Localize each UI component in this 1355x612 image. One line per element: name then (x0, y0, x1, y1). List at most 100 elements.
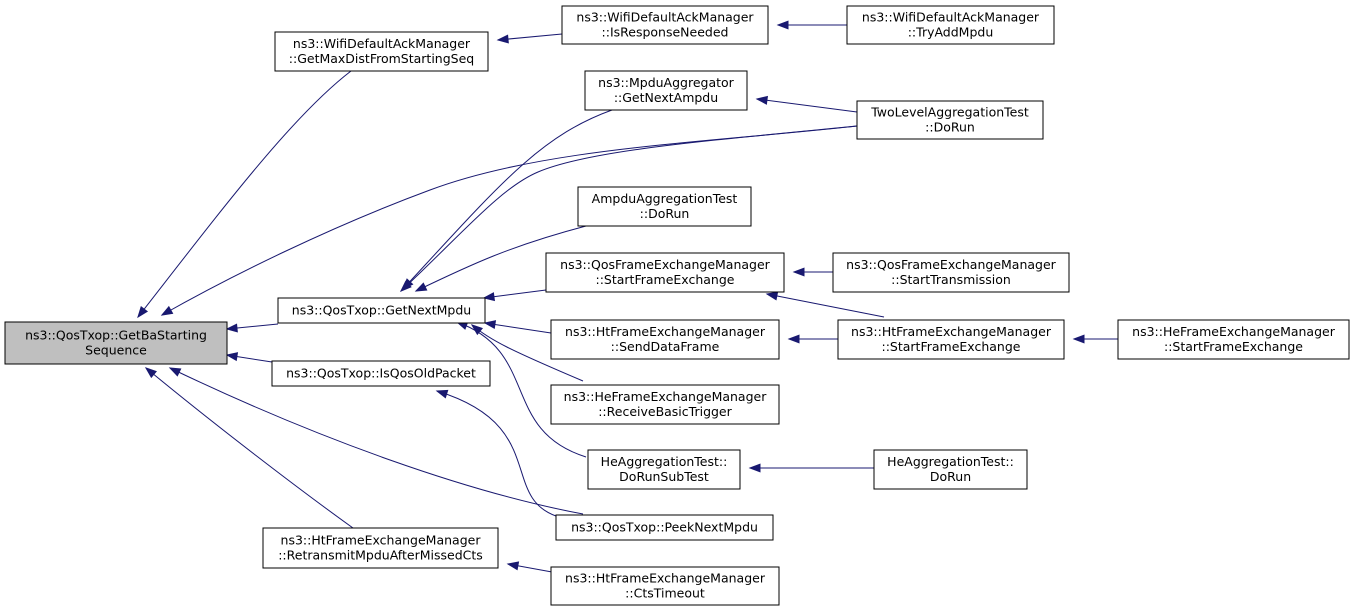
node-label-line: ::GetMaxDistFromStartingSeq (289, 51, 474, 66)
arrowhead (496, 34, 509, 44)
node-getnextampdu[interactable]: ns3::MpduAggregator::GetNextAmpdu (584, 70, 748, 111)
node-isresponse[interactable]: ns3::WifiDefaultAckManager::IsResponseNe… (561, 5, 769, 45)
node-label-line: ns3::QosFrameExchangeManager (560, 257, 770, 272)
node-label-line: ::StartFrameExchange (1164, 339, 1303, 354)
node-label-line: ns3::QosTxop::GetBaStarting (25, 328, 207, 343)
node-box (550, 566, 780, 606)
node-hedorun[interactable]: HeAggregationTest::DoRun (873, 449, 1028, 490)
arrowhead (470, 324, 483, 336)
arrowhead (787, 334, 800, 344)
node-box (856, 100, 1044, 140)
node-label-line: ns3::WifiDefaultAckManager (862, 10, 1040, 25)
node-label-line: ::StartFrameExchange (882, 339, 1021, 354)
node-label-line: ns3::HtFrameExchangeManager (565, 324, 766, 339)
node-herecvtrig[interactable]: ns3::HeFrameExchangeManager::ReceiveBasi… (550, 384, 780, 425)
node-peeknext[interactable]: ns3::QosTxop::PeekNextMpdu (555, 514, 774, 541)
node-box (274, 31, 489, 72)
node-box (4, 321, 228, 365)
arrowhead (399, 280, 412, 292)
node-label-line: HeAggregationTest:: (601, 454, 728, 469)
node-box (550, 384, 780, 425)
node-label-line: ::SendDataFrame (611, 339, 720, 354)
node-box (584, 70, 748, 111)
node-label-line: ::RetransmitMpduAfterMissedCts (278, 548, 483, 563)
node-hestartfe[interactable]: ns3::HeFrameExchangeManager::StartFrameE… (1117, 319, 1350, 360)
arrowhead (755, 95, 768, 105)
node-box (550, 319, 780, 360)
arrowhead (225, 323, 238, 333)
node-label-line: ns3::HtFrameExchangeManager (281, 533, 482, 548)
arrowhead (748, 463, 761, 473)
node-box (1117, 319, 1350, 360)
node-box (262, 527, 499, 569)
node-ctstimeout[interactable]: ns3::HtFrameExchangeManager::CtsTimeout (550, 566, 780, 606)
node-twolevel[interactable]: TwoLevelAggregationTest::DoRun (856, 100, 1044, 140)
edge-htstartfe-to-qosstartfe (766, 293, 885, 318)
arrowheads-layer (137, 20, 1085, 571)
node-label-line: ns3::QosTxop::PeekNextMpdu (571, 520, 758, 535)
node-isqosold[interactable]: ns3::QosTxop::IsQosOldPacket (271, 360, 491, 387)
node-box (271, 360, 491, 387)
node-hesubtest[interactable]: HeAggregationTest::DoRunSubTest (587, 449, 741, 490)
arrowhead (160, 305, 174, 316)
node-tryadd[interactable]: ns3::WifiDefaultAckManager::TryAddMpdu (846, 5, 1055, 45)
node-label-line: ::IsResponseNeeded (602, 25, 729, 40)
node-box (545, 252, 785, 293)
arrowhead (1072, 334, 1085, 344)
node-label-line: AmpduAggregationTest (592, 191, 738, 206)
node-retransmit[interactable]: ns3::HtFrameExchangeManager::RetransmitM… (262, 527, 499, 569)
node-getmaxdist[interactable]: ns3::WifiDefaultAckManager::GetMaxDistFr… (274, 31, 489, 72)
arrowhead (765, 291, 779, 301)
node-label-line: ::CtsTimeout (625, 586, 705, 601)
node-ampduagg[interactable]: AmpduAggregationTest::DoRun (577, 186, 752, 227)
arrowhead (792, 267, 805, 277)
edge-htsenddata-to-getnextmpdu (484, 322, 552, 334)
node-label-line: ns3::HtFrameExchangeManager (565, 571, 766, 586)
node-box (561, 5, 769, 45)
edge-peeknext-to-root (169, 367, 584, 515)
edge-hesubtest-to-getnextmpdu (456, 321, 587, 458)
node-label-line: ns3::WifiDefaultAckManager (293, 36, 471, 51)
node-box (587, 449, 741, 490)
node-label-line: ns3::MpduAggregator (598, 75, 735, 90)
node-label-line: ::TryAddMpdu (908, 25, 994, 40)
node-qosstartfe[interactable]: ns3::QosFrameExchangeManager::StartFrame… (545, 252, 785, 293)
node-box (837, 319, 1065, 360)
node-label-line: ns3::QosTxop::GetNextMpdu (292, 303, 471, 318)
edge-retransmit-to-root (145, 367, 354, 529)
arrowhead (483, 320, 497, 330)
edge-ampduagg-to-getnextmpdu (415, 225, 587, 292)
node-qosstarttx[interactable]: ns3::QosFrameExchangeManager::StartTrans… (832, 252, 1070, 293)
edge-isresponse-to-getmaxdist (497, 33, 563, 41)
node-htstartfe[interactable]: ns3::HtFrameExchangeManager::StartFrameE… (837, 319, 1065, 360)
node-label-line: ::StartTransmission (891, 272, 1011, 287)
node-label-line: TwoLevelAggregationTest (870, 105, 1029, 120)
node-label-line: HeAggregationTest:: (887, 454, 1014, 469)
node-box (873, 449, 1028, 490)
node-label-line: ns3::HtFrameExchangeManager (851, 324, 1052, 339)
edge-twolevel-to-getnextampdu (756, 98, 858, 113)
node-box (555, 514, 774, 541)
node-label-line: ns3::QosFrameExchangeManager (846, 257, 1056, 272)
arrowhead (225, 352, 239, 362)
arrowhead (506, 561, 520, 571)
node-label-line: ::DoRun (925, 120, 975, 135)
arrowhead (144, 367, 157, 379)
node-getnextmpdu[interactable]: ns3::QosTxop::GetNextMpdu (277, 297, 486, 324)
arrowhead (137, 305, 149, 319)
node-label-line: Sequence (85, 343, 147, 358)
node-label-line: ::GetNextAmpdu (614, 90, 718, 105)
node-htsenddata[interactable]: ns3::HtFrameExchangeManager::SendDataFra… (550, 319, 780, 360)
node-label-line: DoRunSubTest (619, 469, 709, 484)
node-label-line: ns3::HeFrameExchangeManager (1132, 324, 1336, 339)
edge-twolevel-to-getnextmpdu (400, 125, 858, 292)
edge-peeknext-to-isqosold (436, 390, 557, 517)
arrowhead (414, 282, 428, 292)
node-box (832, 252, 1070, 293)
node-label-line: ::DoRun (640, 206, 690, 221)
node-label-line: ns3::HeFrameExchangeManager (564, 389, 768, 404)
node-label-line: ::StartFrameExchange (596, 272, 735, 287)
